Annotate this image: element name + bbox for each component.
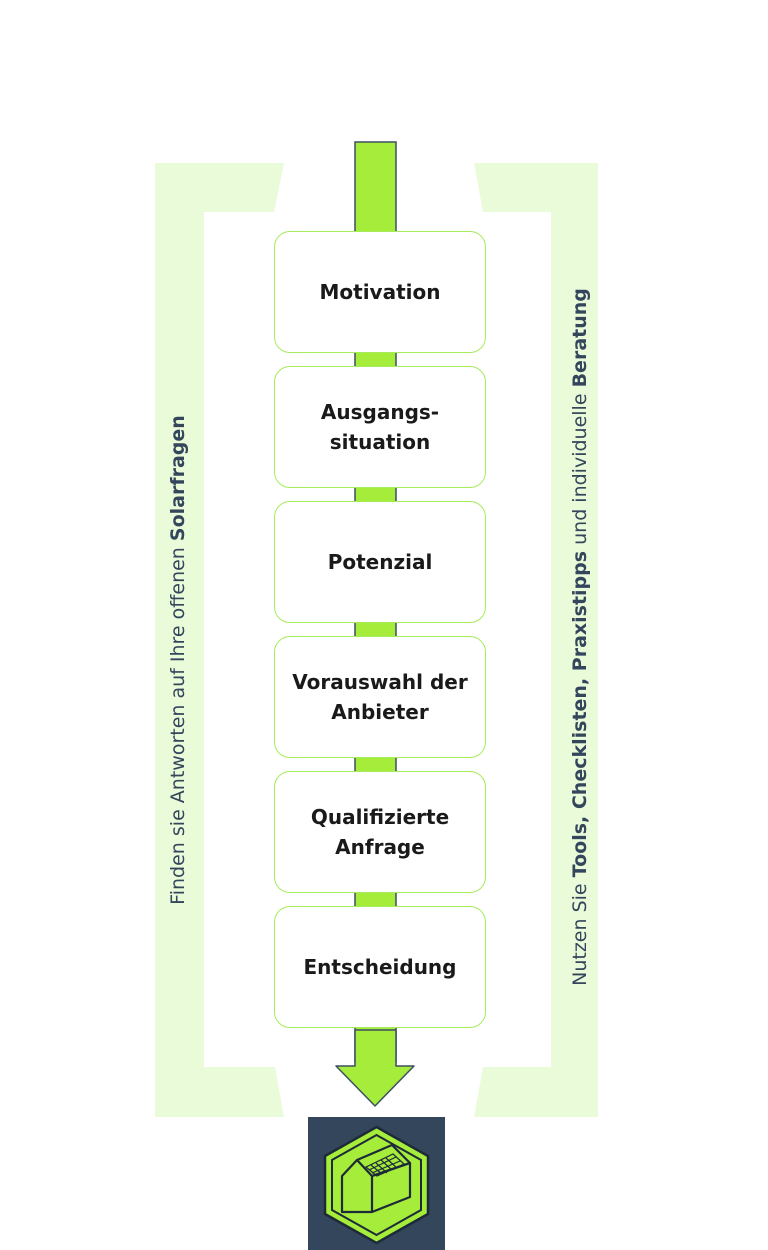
step-ausgangssituation-box: Ausgangs- situation xyxy=(274,366,486,488)
step-entscheidung-box: Entscheidung xyxy=(274,906,486,1028)
left-caption-bold: Solarfragen xyxy=(167,415,189,542)
step-label: Potenzial xyxy=(327,550,433,574)
step-potenzial-box: Potenzial xyxy=(274,501,486,623)
right-caption: Nutzen Sie Tools, Checklisten, Praxistip… xyxy=(569,232,593,1042)
flow-arrow-head xyxy=(335,1029,415,1107)
right-bracket xyxy=(474,163,598,1117)
right-caption-text-1: Nutzen Sie xyxy=(569,877,591,986)
left-bracket xyxy=(155,163,284,1117)
left-caption-text: Finden sie Antworten auf Ihre offenen xyxy=(167,541,189,905)
step-label: Motivation xyxy=(319,280,441,304)
step-label: Ausgangs- situation xyxy=(320,400,440,454)
right-caption-text-2: und individuelle xyxy=(569,387,591,551)
step-anfrage-box: Qualifizierte Anfrage xyxy=(274,771,486,893)
solar-house-hexagon-icon xyxy=(308,1117,445,1250)
step-label: Qualifizierte Anfrage xyxy=(310,805,450,859)
step-motivation-box: Motivation xyxy=(274,231,486,353)
right-caption-bold-2: Beratung xyxy=(569,288,591,388)
step-label: Vorauswahl der Anbieter xyxy=(292,670,468,724)
right-caption-bold-1: Tools, Checklisten, Praxistipps xyxy=(569,550,591,878)
step-vorauswahl-box: Vorauswahl der Anbieter xyxy=(274,636,486,758)
left-caption: Finden sie Antworten auf Ihre offenen So… xyxy=(167,400,191,920)
step-label: Entscheidung xyxy=(303,955,457,979)
